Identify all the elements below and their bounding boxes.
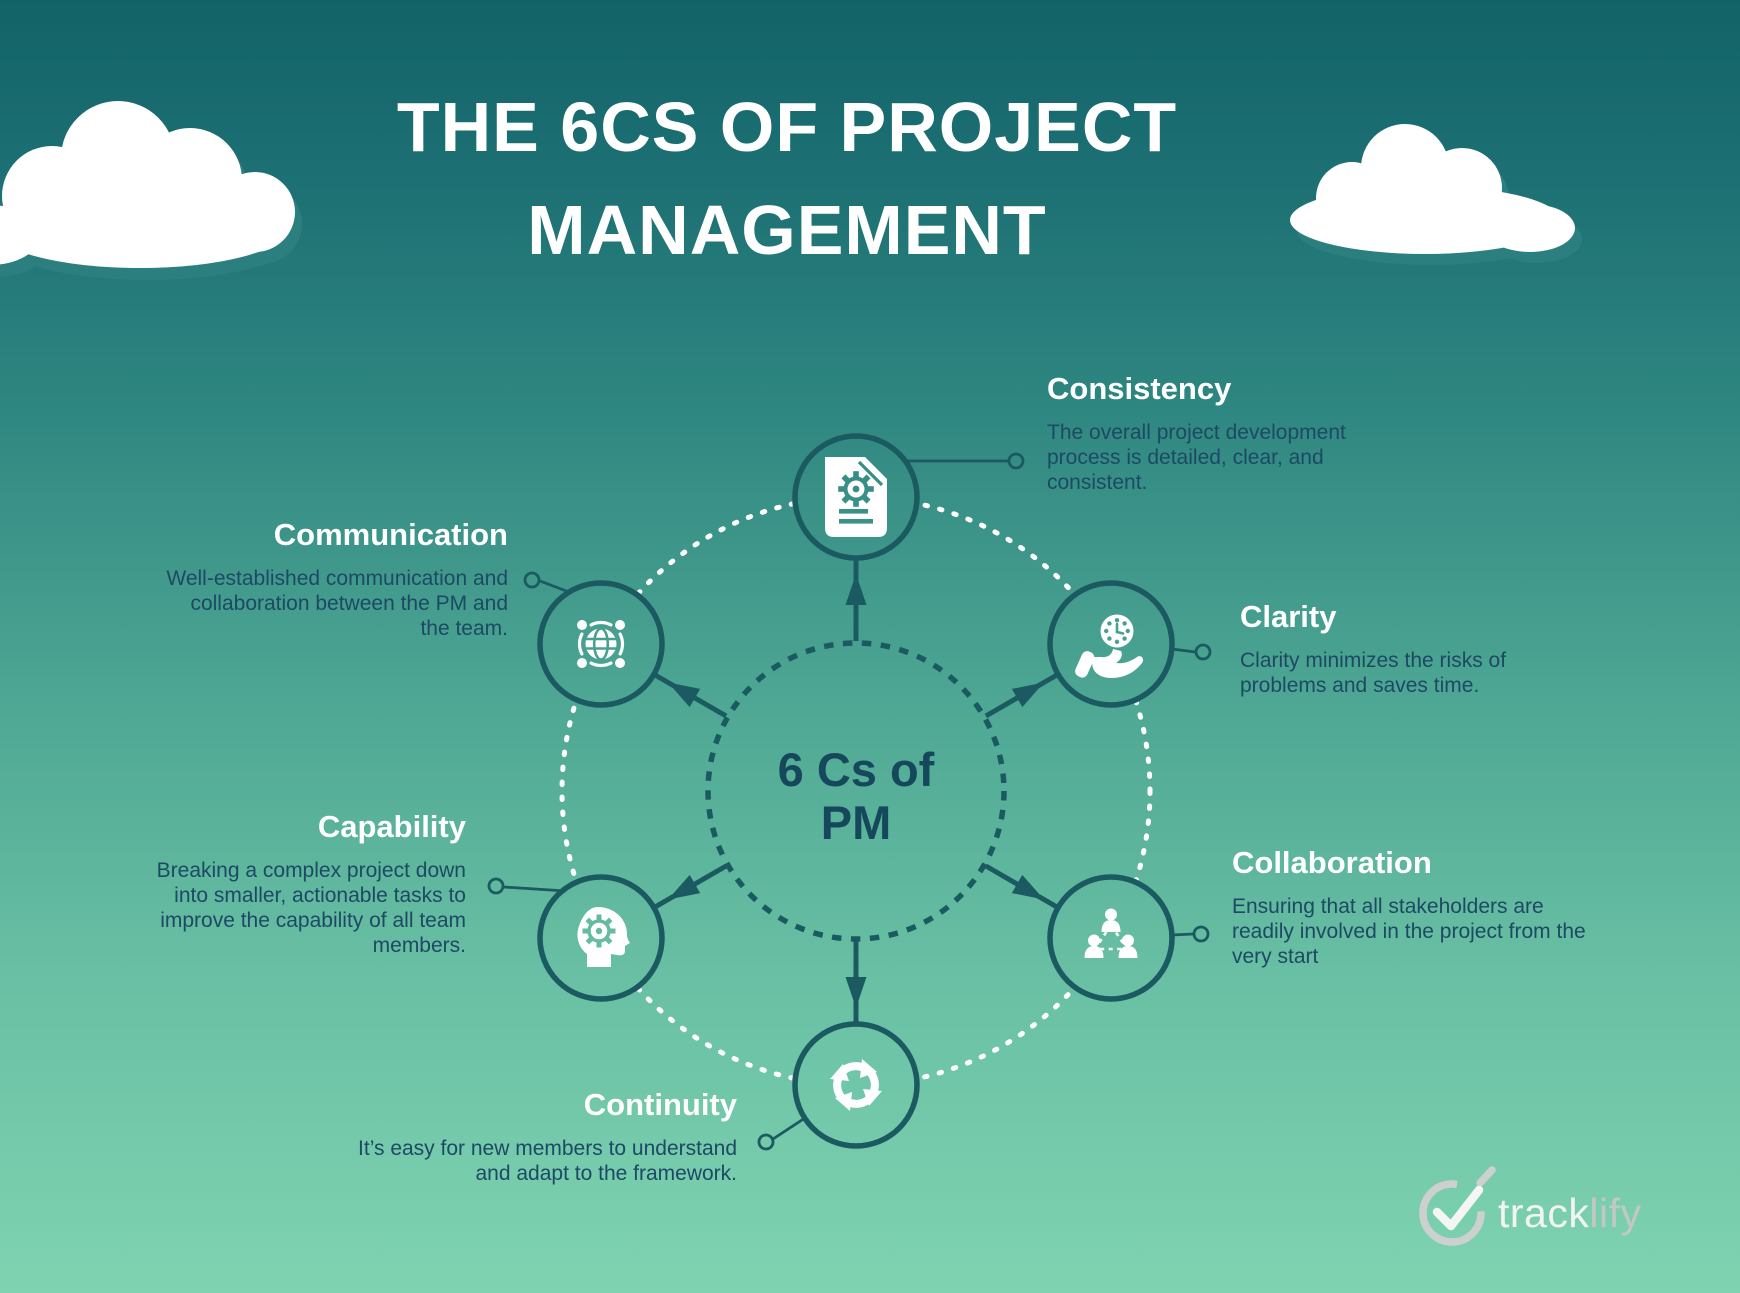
- radial-arrows: [652, 558, 1060, 1024]
- item-clarity-label: Clarity: [1240, 599, 1337, 634]
- item-collaboration-label: Collaboration: [1232, 845, 1432, 880]
- item-continuity-description: It’s easy for new members to understand …: [358, 1137, 737, 1186]
- item-clarity-description: Clarity minimizes the risks of problems …: [1240, 649, 1507, 698]
- page-title: THE 6CS OF PROJECT MANAGEMENT: [0, 76, 1574, 282]
- brand-text-secondary: lify: [1589, 1190, 1642, 1236]
- clarity-circle: [1047, 580, 1175, 708]
- item-continuity: Continuity It’s easy for new members to …: [329, 1087, 737, 1187]
- brand-logo: tracklify: [1498, 1190, 1641, 1237]
- head-gear-icon: [559, 896, 643, 980]
- item-communication-label: Communication: [273, 517, 508, 552]
- center-label-line1: 6 Cs of: [777, 743, 935, 796]
- cloud-left: [0, 101, 302, 280]
- item-clarity: Clarity Clarity minimizes the risks of p…: [1240, 599, 1550, 699]
- item-communication: Communication Well-established communica…: [164, 517, 508, 642]
- icon-circles: [537, 433, 1175, 1149]
- capability-circle: [537, 874, 665, 1002]
- item-consistency-label: Consistency: [1047, 371, 1232, 406]
- cloud-right: [1290, 124, 1582, 265]
- item-capability: Capability Breaking a complex project do…: [128, 809, 466, 959]
- item-collaboration: Collaboration Ensuring that all stakehol…: [1232, 845, 1587, 970]
- item-capability-label: Capability: [317, 809, 466, 844]
- brand-text-primary: track: [1498, 1190, 1590, 1236]
- cycle-arrows-icon: [830, 1059, 882, 1111]
- document-gear-icon: [811, 451, 903, 543]
- continuity-circle: [792, 1021, 920, 1149]
- page-title-line1: THE 6CS OF PROJECT: [396, 88, 1178, 166]
- team-triangle-icon: [1084, 908, 1138, 958]
- center-label-line2: PM: [820, 795, 892, 849]
- item-collaboration-description: Ensuring that all stakeholders are readi…: [1232, 895, 1586, 969]
- callout-connectors: [487, 452, 1212, 1151]
- globe-network-icon: [577, 620, 625, 668]
- check-circle-icon: [1419, 1166, 1496, 1246]
- item-communication-description: Well-established communication and colla…: [166, 567, 508, 641]
- center-label: 6 Cs of PM: [686, 743, 1026, 849]
- item-consistency-description: The overall project development process …: [1047, 421, 1346, 495]
- collaboration-circle: [1047, 874, 1175, 1002]
- communication-circle: [537, 580, 665, 708]
- inner-dashed-ring: [705, 640, 1007, 942]
- clock-in-hand-icon: [1075, 614, 1144, 678]
- page-title-line2: MANAGEMENT: [527, 190, 1047, 269]
- consistency-circle: [792, 433, 920, 561]
- item-continuity-label: Continuity: [583, 1087, 737, 1122]
- item-capability-description: Breaking a complex project down into sma…: [156, 859, 466, 958]
- item-consistency: Consistency The overall project developm…: [1047, 371, 1362, 496]
